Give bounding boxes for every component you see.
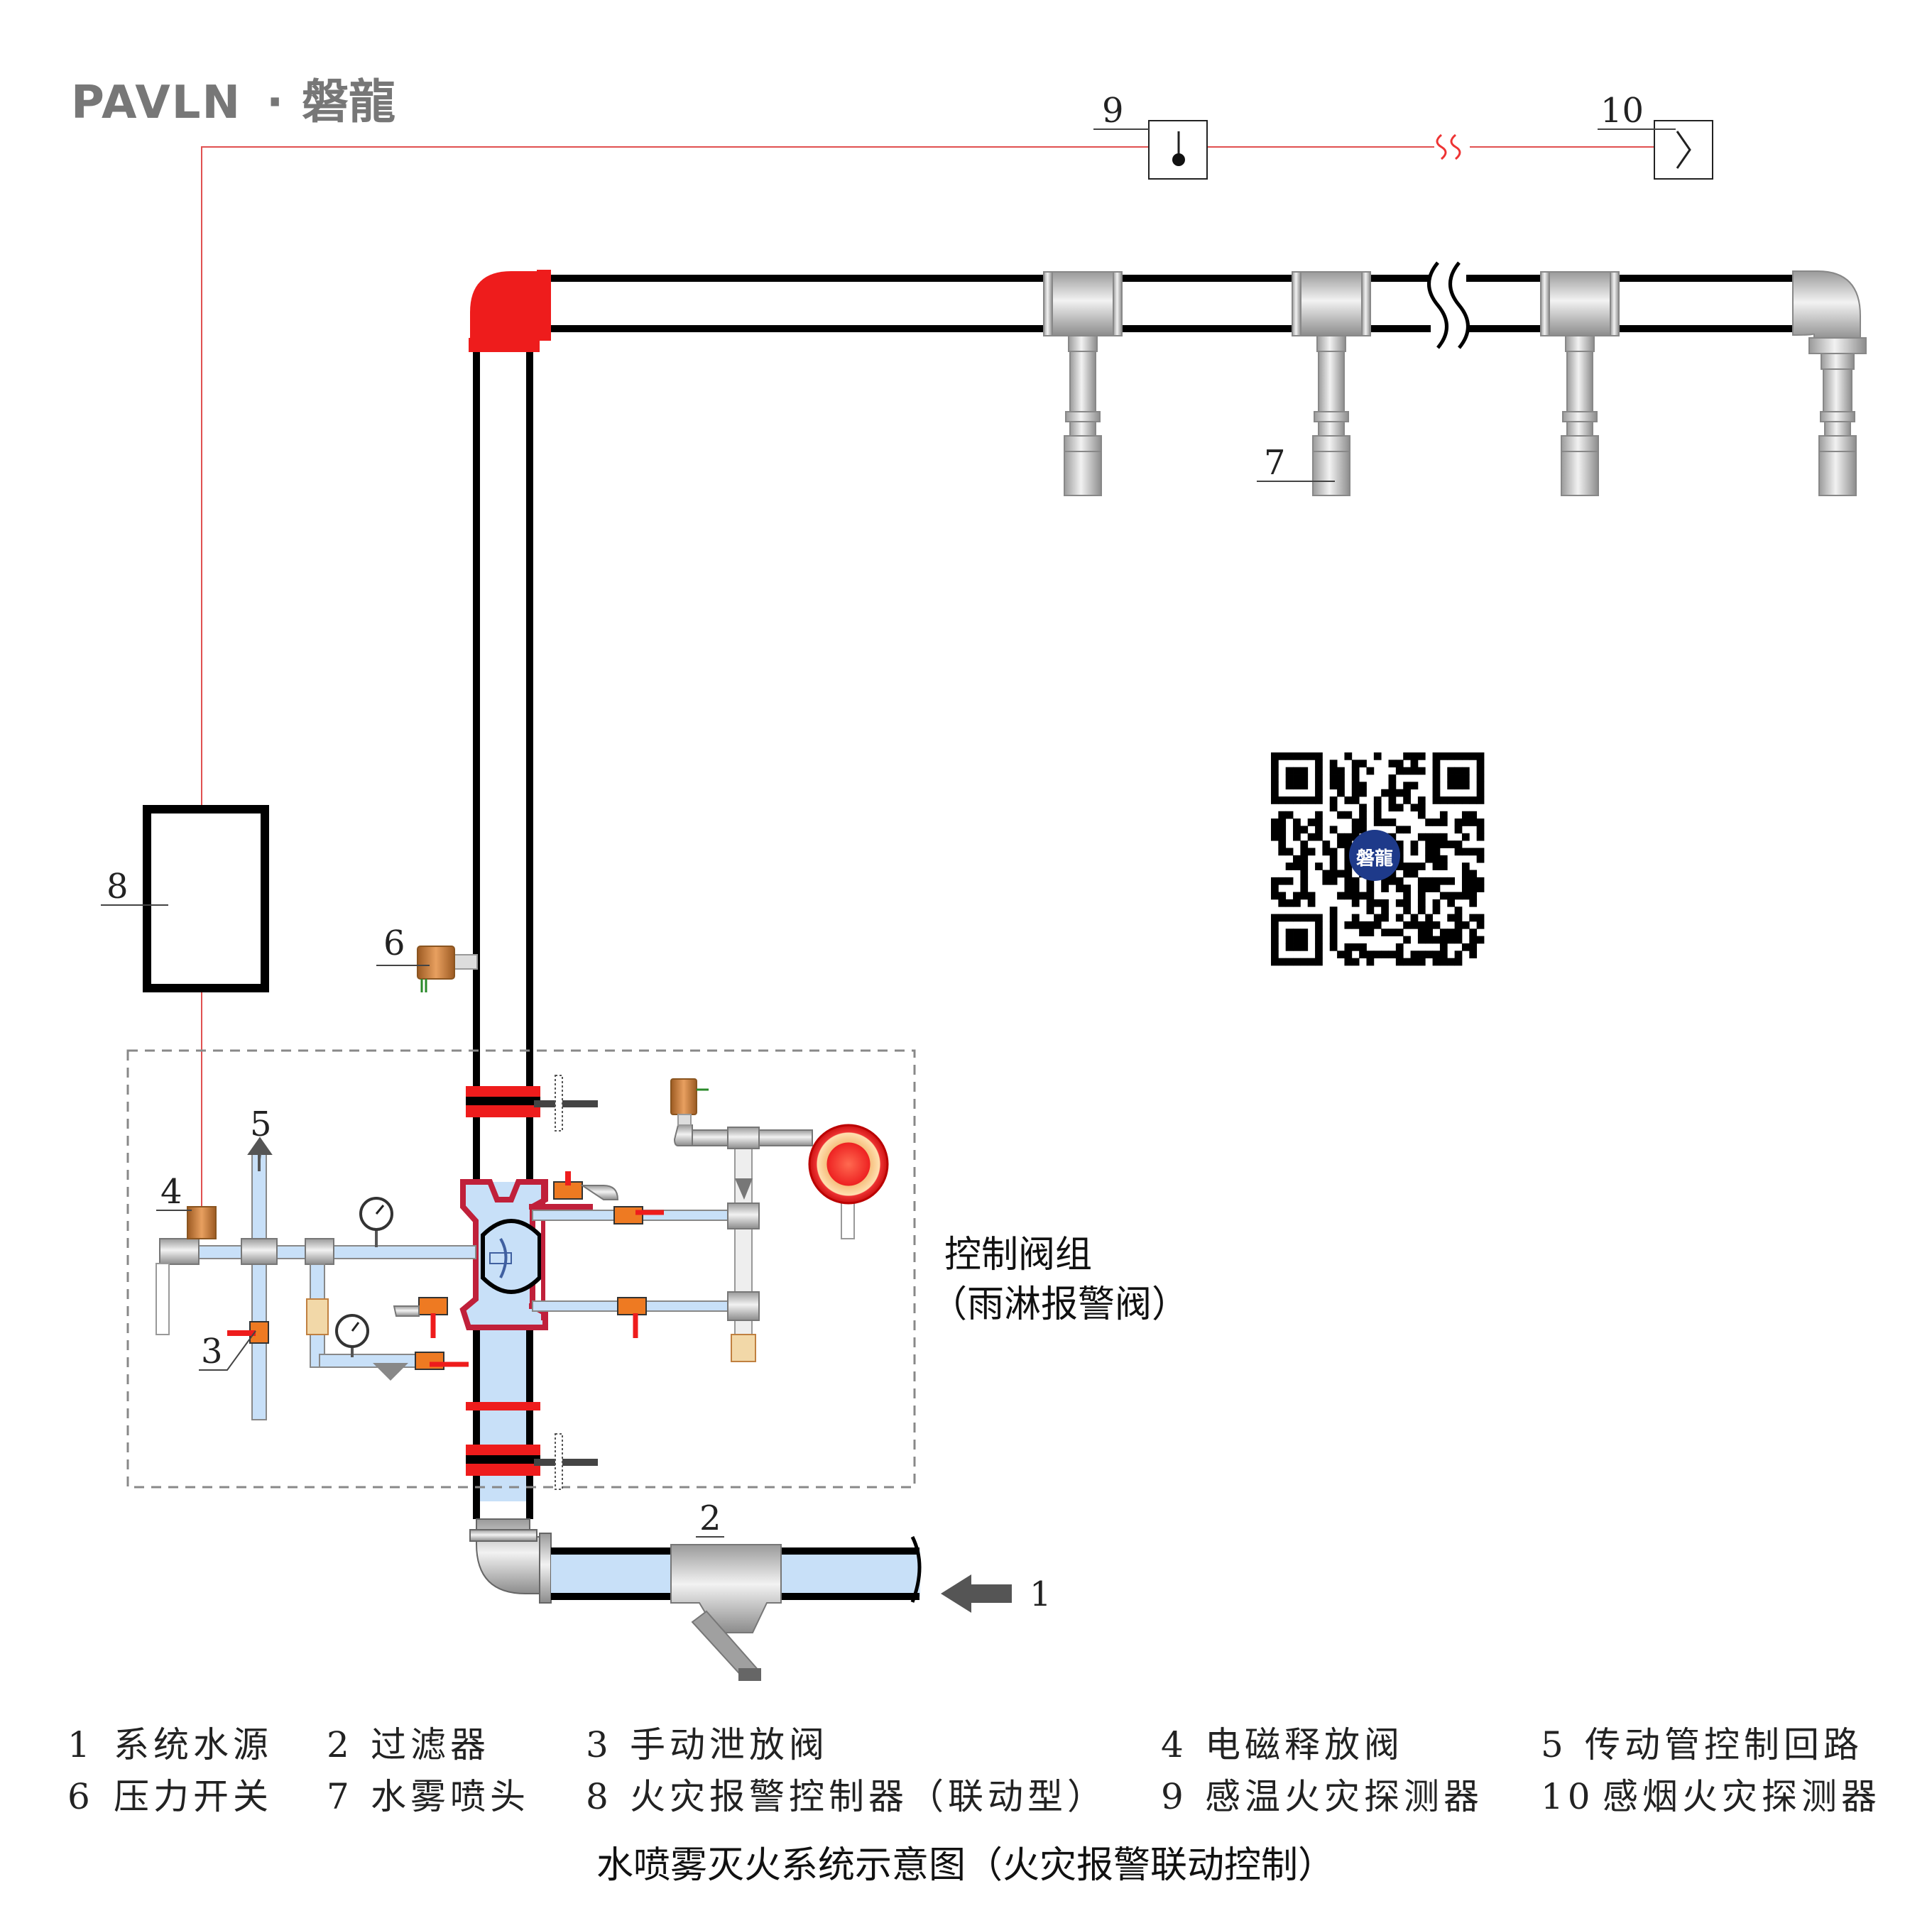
legend-num-1: 1 [67, 1724, 94, 1765]
callout-7: 7 [1264, 443, 1286, 483]
distribution-pipe [551, 261, 1793, 349]
solenoid-right [670, 1078, 709, 1126]
leader-3 [199, 1330, 256, 1371]
legend-text-2: 过滤器 [371, 1724, 490, 1765]
brand-logo: PAVLN · 磐龍 [71, 74, 395, 129]
qr-badge-text: 磐龍 [1356, 848, 1393, 870]
callout-9: 9 [1102, 91, 1124, 131]
legend: 1 系统水源 2 过滤器 3 手动泄放阀 4 电磁释放阀 5 传动管控制回路 6… [67, 1724, 1881, 1817]
legend-num-2: 2 [327, 1724, 354, 1765]
spray-nozzle [1043, 271, 1123, 496]
wire-break-symbol [1436, 133, 1461, 160]
callout-5: 5 [250, 1105, 272, 1144]
legend-text-7: 水雾喷头 [371, 1776, 530, 1817]
spray-nozzle [1540, 271, 1620, 496]
callout-6: 6 [383, 924, 405, 963]
logo-dot: · [266, 77, 285, 129]
callout-2: 2 [699, 1499, 721, 1538]
y-strainer-2 [670, 1544, 782, 1681]
callout-1: 1 [1030, 1574, 1052, 1614]
actuation-line-outlet-5 [247, 1136, 273, 1171]
legend-text-3: 手动泄放阀 [630, 1724, 829, 1765]
fire-alarm-controller-8 [143, 805, 269, 992]
main-riser-pipe [473, 334, 533, 1533]
callout-4: 4 [160, 1172, 182, 1212]
legend-num-4: 4 [1161, 1724, 1188, 1765]
alarm-bell [808, 1124, 889, 1239]
legend-num-10: 10 [1541, 1776, 1595, 1817]
callouts [101, 128, 1676, 1538]
legend-num-6: 6 [67, 1776, 94, 1817]
spray-nozzles [1043, 271, 1620, 496]
control-valve-group-frame [126, 1049, 916, 1489]
lower-flange [466, 1402, 598, 1490]
top-red-elbow [469, 270, 551, 352]
legend-num-3: 3 [586, 1724, 613, 1765]
pressure-gauge-lower [335, 1314, 369, 1357]
legend-text-9: 感温火灾探测器 [1205, 1776, 1483, 1817]
control-group-label: 控制阀组 [944, 1234, 1092, 1276]
heat-detector-9 [1148, 120, 1208, 180]
legend-text-1: 系统水源 [114, 1724, 273, 1765]
pipe-break-symbol [1427, 261, 1470, 349]
qr-code [1267, 748, 1488, 970]
upper-flange [466, 1075, 598, 1132]
callout-10: 10 [1600, 91, 1644, 131]
legend-text-8: 火灾报警控制器（联动型） [630, 1776, 1107, 1817]
control-group-sublabel: （雨淋报警阀） [930, 1283, 1189, 1326]
wire-controller-to-detectors [201, 146, 1149, 809]
logo-text: PAVLN [71, 77, 241, 129]
pressure-switch-6 [417, 946, 478, 992]
logo-chinese: 磐龍 [302, 74, 395, 129]
legend-num-5: 5 [1541, 1724, 1568, 1765]
legend-text-6: 压力开关 [114, 1776, 273, 1817]
end-elbow-fitting [1792, 270, 1867, 496]
legend-text-10: 感烟火灾探测器 [1603, 1776, 1881, 1817]
signal-wiring [201, 133, 1654, 1210]
diagram-title: 水喷雾灭火系统示意图（火灾报警联动控制） [596, 1844, 1335, 1887]
qr-center-badge: 磐龍 [1349, 830, 1400, 881]
manual-release-valve-3 [227, 1321, 269, 1344]
pressure-gauge-upper [359, 1197, 393, 1247]
right-trim-piping [393, 1124, 813, 1362]
smoke-detector-10 [1654, 120, 1713, 180]
legend-num-8: 8 [586, 1776, 613, 1817]
legend-num-9: 9 [1161, 1776, 1188, 1817]
spray-nozzle [1292, 271, 1371, 496]
water-source-arrow [941, 1574, 1012, 1613]
legend-text-4: 电磁释放阀 [1205, 1724, 1404, 1765]
callout-3: 3 [201, 1332, 223, 1371]
legend-num-7: 7 [327, 1776, 354, 1817]
left-trim-piping [155, 1149, 476, 1420]
solenoid-valve-4 [187, 1206, 217, 1239]
legend-text-5: 传动管控制回路 [1585, 1724, 1863, 1765]
callout-8: 8 [107, 867, 129, 906]
